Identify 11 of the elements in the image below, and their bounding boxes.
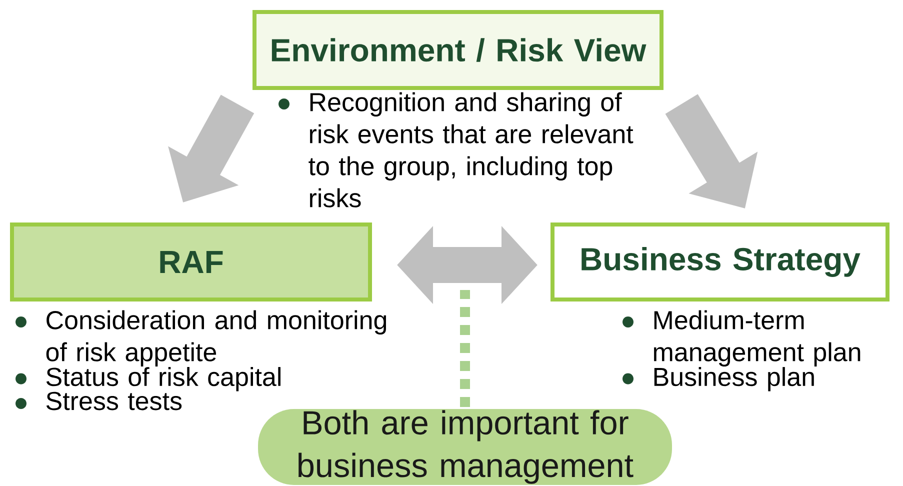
bullet-item: Status of risk capital xyxy=(16,367,280,392)
bullet-item: Recognition and sharing of risk events that are relevant to the group, including top risks xyxy=(278,92,634,208)
bullet-item: Stress tests xyxy=(16,392,182,410)
leader-line xyxy=(460,290,470,407)
heading-box: RAF xyxy=(10,222,372,302)
bullet-item: Medium-term management plan xyxy=(622,310,860,366)
heading-box: Environment / Risk View xyxy=(252,10,664,90)
note-pill: Both are important for business management xyxy=(258,409,672,485)
bullet-item: Business plan xyxy=(622,367,814,392)
heading-box: Business Strategy xyxy=(550,222,890,302)
bullet-item: Consideration and monitoring of risk appetite xyxy=(16,310,386,366)
